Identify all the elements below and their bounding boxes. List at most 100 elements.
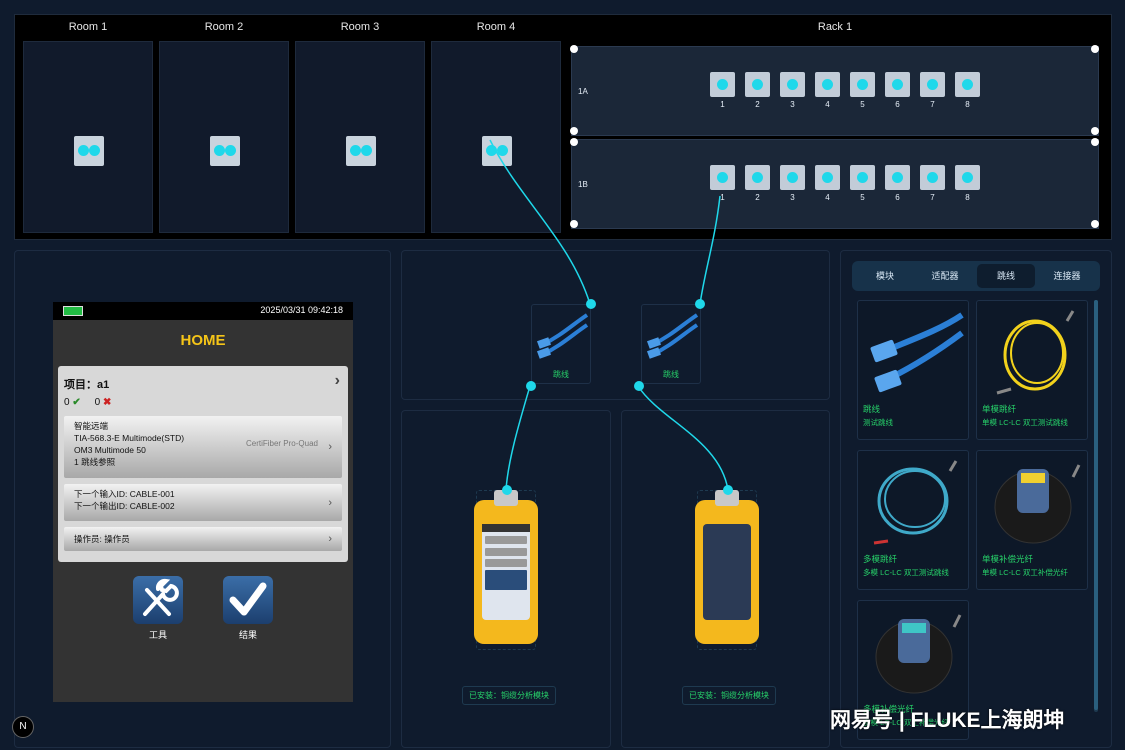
connection-node[interactable] — [723, 485, 733, 495]
patch-panel-port[interactable] — [850, 72, 875, 97]
wall-outlet[interactable] — [346, 136, 376, 166]
operator-label: 操作员: 操作员 — [74, 534, 130, 544]
port-number: 2 — [755, 100, 760, 109]
library-item-desc: 单模 LC-LC 双工测试跳线 — [982, 418, 1068, 427]
port-number: 7 — [930, 100, 935, 109]
room-3[interactable] — [295, 41, 425, 233]
test-setup-button[interactable]: 智能远端 TIA-568.3-E Multimode(STD) OM3 Mult… — [64, 416, 342, 478]
chevron-right-icon: › — [328, 441, 332, 453]
patch-panel-port[interactable] — [710, 72, 735, 97]
port-number: 1 — [720, 193, 725, 202]
rack-panel-label: 1B — [578, 180, 588, 189]
library-item[interactable]: 跳线 测试跳线 — [857, 300, 969, 440]
rack-title: Rack 1 — [817, 21, 853, 33]
port-number: 8 — [965, 100, 970, 109]
scroll-thumb[interactable] — [1094, 300, 1098, 710]
app-badge[interactable]: N — [12, 716, 34, 738]
library-item-desc: 多模 LC-LC 双工补偿光纤 — [863, 718, 949, 727]
patch-panel-port[interactable] — [780, 165, 805, 190]
connection-node[interactable] — [502, 485, 512, 495]
wall-outlet[interactable] — [74, 136, 104, 166]
tab-connectors[interactable]: 连接器 — [1053, 271, 1081, 281]
setup-line: 1 跳线参照 — [74, 457, 116, 467]
library-item-desc: 多模 LC-LC 双工测试跳线 — [863, 568, 949, 577]
library-item[interactable]: 多模补偿光纤 多模 LC-LC 双工补偿光纤 — [857, 600, 969, 740]
patch-cord-slot[interactable]: 跳线 — [641, 304, 701, 384]
patch-panel-port[interactable] — [745, 72, 770, 97]
tools-button[interactable]: 工具 — [133, 576, 183, 641]
tab-patch-cords[interactable]: 跳线 — [977, 264, 1035, 288]
result-counts: 0 ✔ 0 ✖ — [64, 397, 342, 408]
operator-button[interactable]: 操作员: 操作员 › — [64, 527, 342, 551]
tab-adapters[interactable]: 适配器 — [931, 271, 959, 281]
patch-cord-caption: 跳线 — [553, 370, 569, 379]
chevron-right-icon[interactable]: › — [334, 372, 340, 389]
connection-node[interactable] — [634, 381, 644, 391]
library-item-name: 单模补偿光纤 — [982, 554, 1034, 564]
tools-icon — [133, 576, 183, 624]
wall-outlet[interactable] — [482, 136, 512, 166]
project-card: 项目：a1 › 0 ✔ 0 ✖ 智能远端 TIA-568.3-E Multimo… — [58, 366, 348, 562]
port-number: 4 — [825, 100, 830, 109]
next-output-id: 下一个输出ID: CABLE-002 — [74, 501, 175, 511]
room-4[interactable] — [431, 41, 561, 233]
patch-panel-port[interactable] — [885, 72, 910, 97]
room-2[interactable] — [159, 41, 289, 233]
wall-outlet[interactable] — [210, 136, 240, 166]
library-item-desc: 测试跳线 — [863, 418, 893, 427]
patch-panel-port[interactable] — [885, 165, 910, 190]
rack-panel-label: 1A — [578, 87, 588, 96]
next-input-id: 下一个输入ID: CABLE-001 — [74, 489, 175, 499]
rack-screw — [570, 45, 578, 53]
patch-panel-port[interactable] — [955, 165, 980, 190]
library-item[interactable]: 单模跳纤 单模 LC-LC 双工测试跳线 — [976, 300, 1088, 440]
connection-node[interactable] — [695, 299, 705, 309]
patch-panel-port[interactable] — [815, 165, 840, 190]
room-2-title: Room 2 — [204, 21, 244, 33]
patch-panel-port[interactable] — [745, 165, 770, 190]
tools-label: 工具 — [148, 630, 167, 640]
checkmark-icon: ✔ — [72, 397, 81, 408]
results-icon — [223, 576, 273, 624]
room-1[interactable] — [23, 41, 153, 233]
tab-modules[interactable]: 模块 — [875, 271, 894, 281]
library-item[interactable]: 单模补偿光纤 单模 LC-LC 双工补偿光纤 — [976, 450, 1088, 590]
remote-tester-device[interactable] — [695, 490, 759, 644]
ethernet-patch-cord-icon — [646, 313, 699, 359]
patch-panel-port[interactable] — [955, 72, 980, 97]
library-item[interactable]: 多模跳纤 多模 LC-LC 双工测试跳线 — [857, 450, 969, 590]
library-item-name: 多模跳纤 — [863, 554, 898, 564]
patch-panel-port[interactable] — [850, 165, 875, 190]
cable-id-button[interactable]: 下一个输入ID: CABLE-001 下一个输出ID: CABLE-002 › — [64, 484, 342, 521]
port-number: 6 — [895, 193, 900, 202]
patch-cord-slot[interactable]: 跳线 — [531, 304, 591, 384]
connection-node[interactable] — [526, 381, 536, 391]
battery-icon — [63, 306, 83, 316]
patch-panel-port[interactable] — [710, 165, 735, 190]
library-scrollbar[interactable] — [1094, 300, 1098, 712]
installed-module-label: 已安装：铜缆分析模块 — [462, 686, 556, 705]
patch-panel-port[interactable] — [920, 165, 945, 190]
rack-screw — [1091, 127, 1099, 135]
patch-cord-panel — [401, 250, 830, 400]
port-number: 6 — [895, 100, 900, 109]
port-number: 2 — [755, 193, 760, 202]
port-number: 5 — [860, 100, 865, 109]
patch-panel-port[interactable] — [920, 72, 945, 97]
tester-home-screen: 2025/03/31 09:42:18 HOME 项目：a1 › 0 ✔ 0 ✖… — [53, 302, 353, 702]
main-tester-device[interactable] — [474, 490, 538, 644]
library-item-name: 单模跳纤 — [982, 404, 1017, 414]
library-item-name: 跳线 — [863, 404, 881, 414]
singlemode-fiber-cord-icon — [996, 310, 1075, 395]
connection-node[interactable] — [586, 299, 596, 309]
patch-panel-port[interactable] — [780, 72, 805, 97]
results-button[interactable]: 结果 — [223, 576, 273, 641]
port-number: 3 — [790, 100, 795, 109]
room-3-title: Room 3 — [340, 21, 380, 33]
room-4-title: Room 4 — [476, 21, 516, 33]
port-number: 4 — [825, 193, 830, 202]
project-label[interactable]: 项目：a1 — [64, 379, 110, 391]
patch-panel-port[interactable] — [815, 72, 840, 97]
